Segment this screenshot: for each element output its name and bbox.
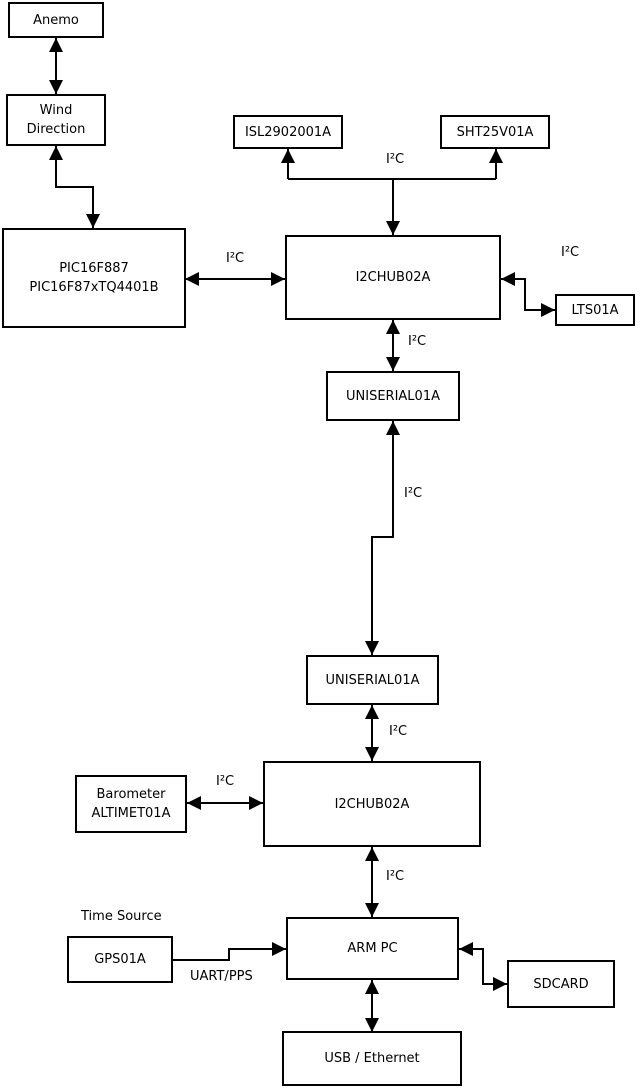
node-pic: PIC16F887 PIC16F87xTQ4401B: [2, 228, 186, 328]
label-i2c-pic-hub: I²C: [226, 251, 245, 266]
node-usb-ethernet-label: USB / Ethernet: [324, 1051, 420, 1066]
node-arm-pc-label: ARM PC: [347, 941, 398, 956]
label-time-source: Time Source: [81, 909, 162, 924]
label-i2c-sensor-bus: I²C: [386, 152, 405, 167]
edge-gps-armpc: [173, 942, 286, 961]
node-wind-direction-label-line2: Direction: [26, 122, 86, 137]
node-i2chub-bottom: I2CHUB02A: [263, 761, 481, 847]
node-uniserial-bottom: UNISERIAL01A: [306, 655, 439, 705]
node-pic-label-line2: PIC16F87xTQ4401B: [29, 280, 159, 295]
node-uniserial-top: UNISERIAL01A: [326, 371, 460, 421]
node-uniserial-bottom-label: UNISERIAL01A: [325, 672, 420, 688]
edge-i2chub-lts: [501, 272, 555, 317]
node-uniserial-top-label: UNISERIAL01A: [346, 388, 440, 404]
node-wind-direction-label-line1: Wind: [39, 103, 73, 118]
label-i2c-uniserial-link: I²C: [404, 486, 423, 501]
node-arm-pc: ARM PC: [286, 917, 459, 980]
node-sdcard: SDCARD: [507, 960, 615, 1008]
node-barometer-label-line1: Barometer: [96, 787, 166, 802]
label-i2c-hub-lts: I²C: [561, 245, 580, 260]
node-sdcard-label: SDCARD: [533, 976, 589, 992]
node-lts01a: LTS01A: [555, 294, 635, 326]
node-anemo: Anemo: [8, 2, 104, 38]
label-i2c-hub-uniserial: I²C: [408, 334, 427, 349]
node-gps01a-label: GPS01A: [94, 952, 146, 967]
node-gps01a: GPS01A: [67, 936, 173, 983]
edge-uniserial-uniserial: [365, 421, 400, 655]
node-sht25v01a-label: SHT25V01A: [456, 124, 534, 140]
label-i2c-barometer-hub2: I²C: [216, 774, 235, 789]
node-isl2902001a-label: ISL2902001A: [244, 124, 332, 140]
label-i2c-uniserial-hub2: I²C: [389, 724, 408, 739]
node-wind-direction: Wind Direction: [6, 94, 106, 146]
node-i2chub-top: I2CHUB02A: [285, 235, 501, 320]
node-usb-ethernet: USB / Ethernet: [282, 1031, 462, 1086]
node-i2chub-bottom-label: I2CHUB02A: [334, 796, 410, 812]
node-i2chub-top-label: I2CHUB02A: [355, 270, 431, 285]
node-sht25v01a: SHT25V01A: [440, 115, 550, 149]
label-i2c-hub2-armpc: I²C: [386, 869, 405, 884]
edge-armpc-sdcard: [459, 942, 507, 991]
edge-winddirection-pic: [49, 146, 100, 228]
label-uart-pps: UART/PPS: [190, 969, 253, 984]
node-isl2902001a: ISL2902001A: [233, 115, 343, 149]
node-pic-label-line1: PIC16F887: [59, 261, 129, 276]
node-lts01a-label: LTS01A: [571, 302, 619, 318]
node-anemo-label: Anemo: [33, 12, 79, 28]
node-barometer-label-line2: ALTIMET01A: [91, 806, 171, 821]
node-barometer: Barometer ALTIMET01A: [75, 775, 187, 833]
